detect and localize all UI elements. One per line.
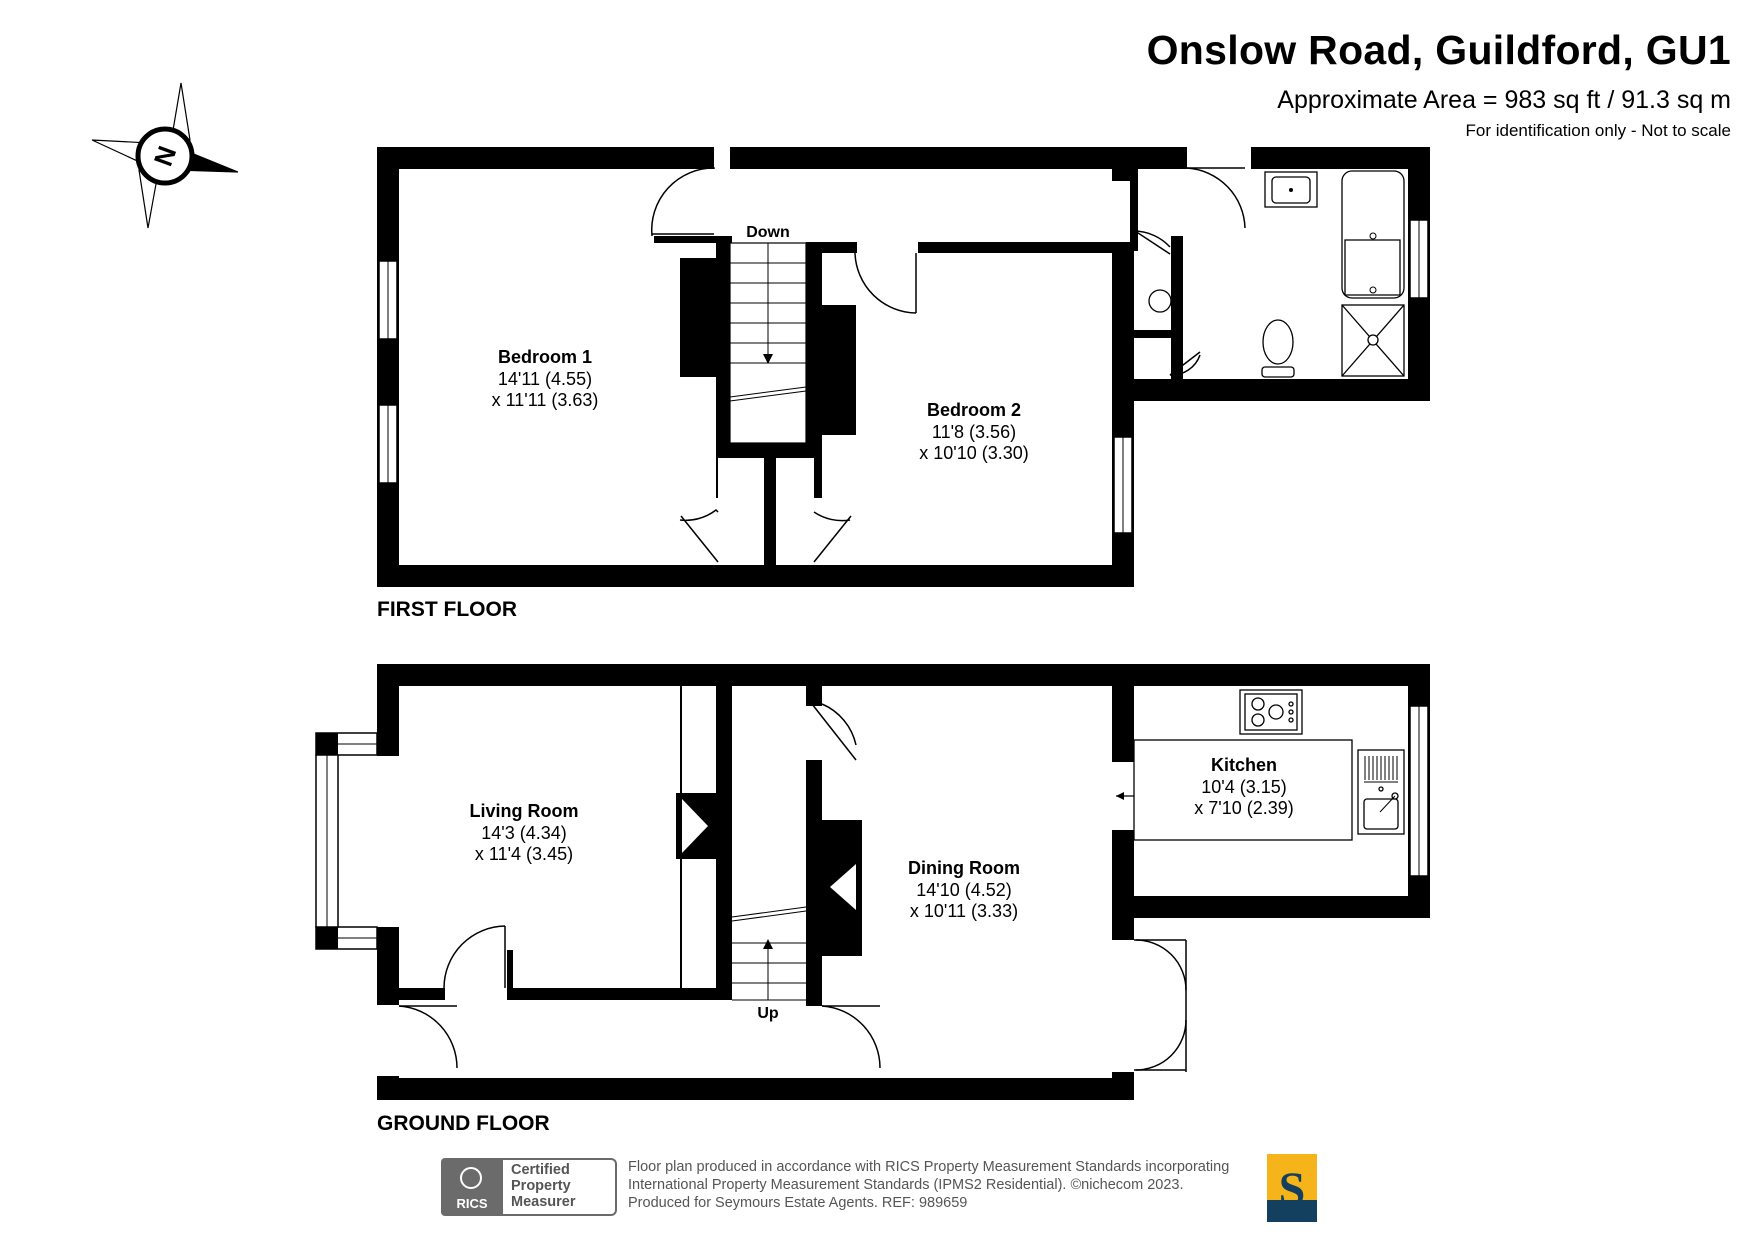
- room-name-bedroom-2: Bedroom 2: [927, 400, 1021, 420]
- rics-certified-badge: RICS Certified Property Measurer: [441, 1158, 617, 1216]
- footer-line-2: International Property Measurement Stand…: [628, 1177, 1184, 1193]
- room-dim-living-room: 14'3 (4.34): [481, 823, 567, 843]
- floor-label-first: FIRST FLOOR: [377, 598, 517, 621]
- stairs-label-up: Up: [757, 1005, 779, 1022]
- stairs-label-down: Down: [746, 224, 790, 241]
- room-dim-dining-room: 14'10 (4.52): [916, 880, 1012, 900]
- room-dim-dining-room-2: x 10'11 (3.33): [910, 901, 1018, 921]
- brand-letter: S: [1278, 1163, 1306, 1216]
- floor-label-ground: GROUND FLOOR: [377, 1112, 550, 1135]
- room-dim-living-room-2: x 11'4 (3.45): [475, 844, 573, 864]
- room-name-bedroom-1: Bedroom 1: [498, 347, 592, 367]
- footer-line-1: Floor plan produced in accordance with R…: [628, 1159, 1230, 1175]
- room-dim-bedroom-2: 11'8 (3.56): [932, 422, 1016, 442]
- footer-line-3: Produced for Seymours Estate Agents. REF…: [628, 1195, 968, 1211]
- seymours-logo: S: [1267, 1154, 1317, 1222]
- disclaimer: For identification only - Not to scale: [1465, 121, 1731, 140]
- page-title: Onslow Road, Guildford, GU1: [1146, 27, 1731, 73]
- room-name-living-room: Living Room: [470, 801, 579, 821]
- rics-emblem-icon: [460, 1167, 482, 1189]
- room-dim-bedroom-1: 14'11 (4.55): [498, 369, 592, 389]
- rics-logo: RICS: [441, 1158, 503, 1216]
- badge-line-3: Measurer: [511, 1194, 576, 1210]
- room-dim-bedroom-2-2: x 10'10 (3.30): [919, 443, 1029, 463]
- header: Onslow Road, Guildford, GU1 Approximate …: [1147, 24, 1731, 144]
- rics-badge-text: Certified Property Measurer: [503, 1158, 617, 1216]
- footer-text: Floor plan produced in accordance with R…: [628, 1158, 1229, 1212]
- room-name-kitchen: Kitchen: [1211, 755, 1277, 775]
- rics-word: RICS: [456, 1196, 488, 1211]
- badge-line-1: Certified: [511, 1162, 570, 1178]
- first-floor-plan: [377, 147, 1430, 587]
- room-name-dining-room: Dining Room: [908, 858, 1020, 878]
- room-dim-kitchen: 10'4 (3.15): [1201, 777, 1287, 797]
- room-dim-bedroom-1-2: x 11'11 (3.63): [492, 390, 599, 410]
- room-dim-kitchen-2: x 7'10 (2.39): [1194, 798, 1294, 818]
- compass-icon: N: [91, 82, 239, 229]
- badge-line-2: Property: [511, 1178, 571, 1194]
- approximate-area: Approximate Area = 983 sq ft / 91.3 sq m: [1277, 86, 1731, 114]
- ground-floor-plan: [315, 664, 1430, 1100]
